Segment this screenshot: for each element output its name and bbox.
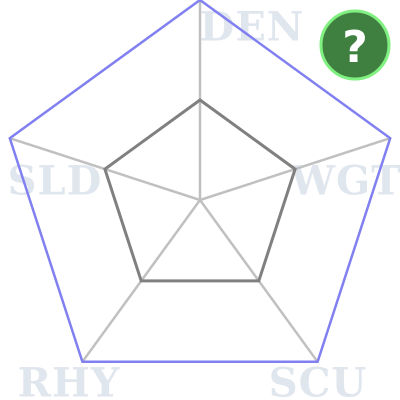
radar-inner-pentagon (103, 98, 297, 283)
axis-label-rhy: RHY (18, 360, 121, 400)
axis-label-scu: SCU (269, 360, 368, 400)
radar-outer-outline (8, 0, 392, 364)
help-button-circle (319, 9, 391, 81)
question-mark-icon: ? (342, 22, 368, 73)
help-button[interactable]: ? (319, 9, 391, 81)
